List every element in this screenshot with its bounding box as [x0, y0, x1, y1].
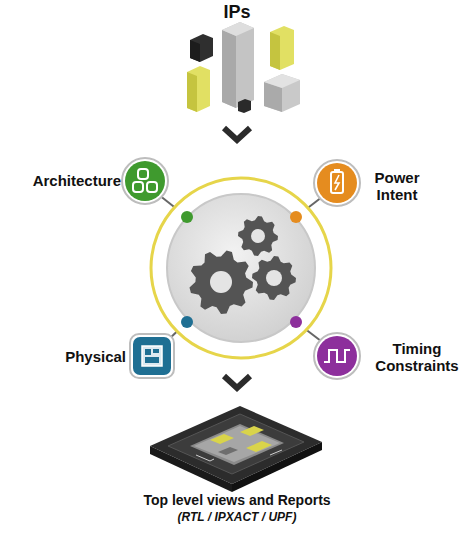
chip	[150, 406, 322, 492]
gear	[189, 250, 253, 314]
label-text: Architecture	[3, 172, 121, 189]
timing-label: Timing Constraints	[364, 340, 470, 375]
gear-hole	[251, 229, 265, 243]
sub-label: (RTL / IPXACT / UPF)	[7, 511, 467, 525]
hub	[167, 194, 315, 342]
power-intent-label: Power Intent	[364, 169, 430, 204]
ip-group: IPs	[157, 2, 317, 23]
label-text: Physical	[6, 348, 126, 365]
architecture-label: Architecture	[3, 172, 121, 189]
output-label: Top level views and Reports (RTL / IPXACT…	[7, 492, 467, 525]
chevron	[224, 128, 250, 140]
physical-label: Physical	[6, 348, 126, 365]
leader-line	[159, 195, 322, 341]
physical-icon	[130, 334, 174, 378]
gear	[252, 256, 296, 300]
gear-hole	[210, 271, 232, 293]
architecture-icon	[122, 158, 168, 204]
label-text: Top level views and Reports	[7, 492, 467, 508]
gear-hole	[266, 270, 282, 286]
gears	[189, 216, 296, 314]
timing-icon	[314, 333, 360, 379]
power-icon	[314, 160, 360, 206]
label-text: Power Intent	[364, 169, 430, 204]
ip-blocks	[187, 22, 300, 113]
label-text: IPs	[157, 2, 317, 23]
ring-dot	[181, 211, 302, 328]
label-text: Timing Constraints	[364, 340, 470, 375]
ring	[151, 178, 331, 358]
chevron	[224, 376, 250, 388]
gear	[238, 216, 278, 256]
